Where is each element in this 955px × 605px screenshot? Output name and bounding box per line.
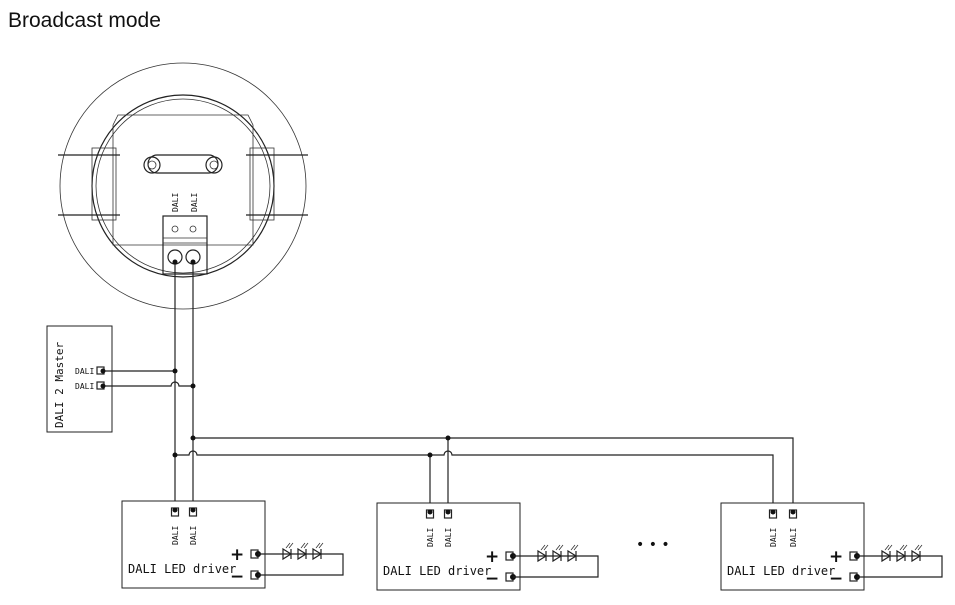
led-icon bbox=[552, 544, 564, 563]
plus-label: + bbox=[485, 547, 499, 567]
minus-label: − bbox=[829, 569, 843, 589]
sensor-terminal-label: DALI bbox=[171, 193, 180, 212]
led-icon bbox=[567, 544, 579, 563]
led-icon bbox=[881, 544, 893, 563]
dali-led-driver: DALI DALI DALI LED driver+− bbox=[121, 500, 344, 589]
led-icon bbox=[537, 544, 549, 563]
driver-terminal-label: DALI bbox=[171, 526, 180, 545]
master-label: DALI 2 Master bbox=[53, 342, 66, 428]
driver-terminal-label: DALI bbox=[189, 526, 198, 545]
sensor-terminal-label: DALI bbox=[190, 193, 199, 212]
plus-label: + bbox=[829, 547, 843, 567]
sensor-terminal-block bbox=[162, 215, 208, 275]
dali-sensor: DALI DALI bbox=[58, 62, 308, 310]
dali-led-driver: DALI DALI DALI LED driver+− bbox=[376, 502, 599, 591]
led-icon bbox=[312, 542, 324, 561]
driver-terminal-label: DALI bbox=[789, 528, 798, 547]
driver-terminal-label: DALI bbox=[426, 528, 435, 547]
dali-led-driver: DALI DALI DALI LED driver+− bbox=[720, 502, 943, 591]
page-title: Broadcast mode bbox=[8, 9, 161, 32]
plus-label: + bbox=[230, 545, 244, 565]
driver-terminal-label: DALI bbox=[769, 528, 778, 547]
minus-label: − bbox=[230, 567, 244, 587]
driver-label: DALI LED driver bbox=[383, 564, 491, 578]
master-terminal-label: DALI bbox=[75, 367, 94, 376]
led-icon bbox=[282, 542, 294, 561]
dali-master: DALI 2 Master DALI DALI bbox=[46, 325, 113, 433]
driver-terminal-label: DALI bbox=[444, 528, 453, 547]
driver-label: DALI LED driver bbox=[727, 564, 835, 578]
led-icon bbox=[297, 542, 309, 561]
led-icon bbox=[911, 544, 923, 563]
more-drivers-ellipsis: • • • bbox=[636, 537, 670, 553]
master-terminal-label: DALI bbox=[75, 382, 94, 391]
led-icon bbox=[896, 544, 908, 563]
minus-label: − bbox=[485, 569, 499, 589]
driver-label: DALI LED driver bbox=[128, 562, 236, 576]
